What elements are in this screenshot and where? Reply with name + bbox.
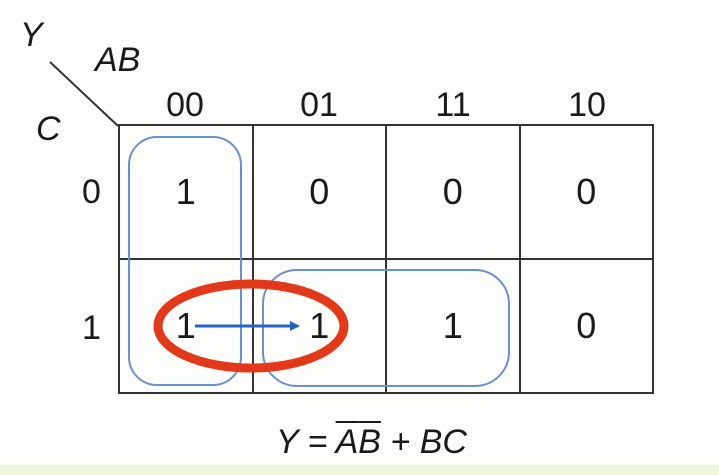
kmap-cell: 0: [518, 124, 654, 260]
kmap-cell: 0: [385, 124, 521, 260]
kmap-cell: 1: [251, 258, 387, 394]
kmap-grid: 1 0 0 0 1 1 1 0: [118, 124, 654, 394]
kmap-cell: 1: [118, 258, 254, 394]
kmap-cell: 1: [385, 258, 521, 394]
kmap-cell: 0: [251, 124, 387, 260]
expr-term1-a: A: [335, 423, 359, 461]
boolean-expression: Y = AB + BC: [276, 425, 467, 459]
row-label-0: 0: [82, 173, 101, 211]
bottom-strip: [0, 465, 719, 475]
expr-plus: +: [390, 423, 411, 461]
col-label-10: 10: [568, 86, 606, 124]
kmap-cell: 0: [518, 258, 654, 394]
col-label-01: 01: [300, 86, 338, 124]
col-label-11: 11: [435, 86, 471, 124]
output-var-label: Y: [20, 16, 43, 54]
kmap-row-1: 1 1 1 0: [118, 258, 654, 394]
kmap-row-0: 1 0 0 0: [118, 124, 654, 260]
row-label-1: 1: [82, 309, 101, 347]
col-vars-label: AB: [95, 41, 141, 79]
expr-term2: BC: [419, 423, 467, 461]
col-label-00: 00: [166, 86, 204, 124]
kmap-table: 1 0 0 0 1 1 1 0: [118, 124, 654, 394]
row-var-label: C: [36, 110, 61, 148]
expr-term1-b: B: [358, 423, 381, 461]
expr-eq: =: [307, 423, 328, 461]
kmap-cell: 1: [118, 124, 254, 260]
expr-lhs: Y: [276, 423, 299, 461]
